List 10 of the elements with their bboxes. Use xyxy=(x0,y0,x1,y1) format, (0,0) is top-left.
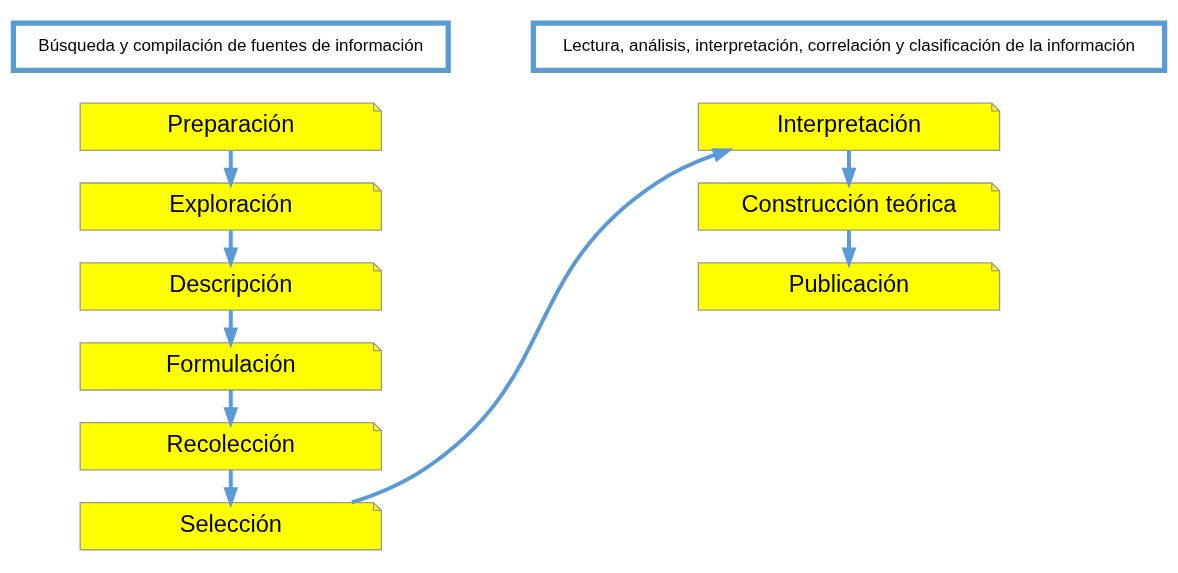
arrow xyxy=(841,150,857,189)
arrow xyxy=(223,390,239,429)
arrow xyxy=(841,230,857,269)
node-box: Búsqueda y compilación de fuentes de información xyxy=(10,20,451,73)
arrow xyxy=(223,230,239,269)
arrow xyxy=(223,310,239,349)
arrow xyxy=(223,150,239,189)
node-box: Lectura, análisis, interpretación, correlación y clasificación de la información xyxy=(530,20,1168,73)
arrow xyxy=(351,148,734,505)
arrow xyxy=(223,469,239,509)
